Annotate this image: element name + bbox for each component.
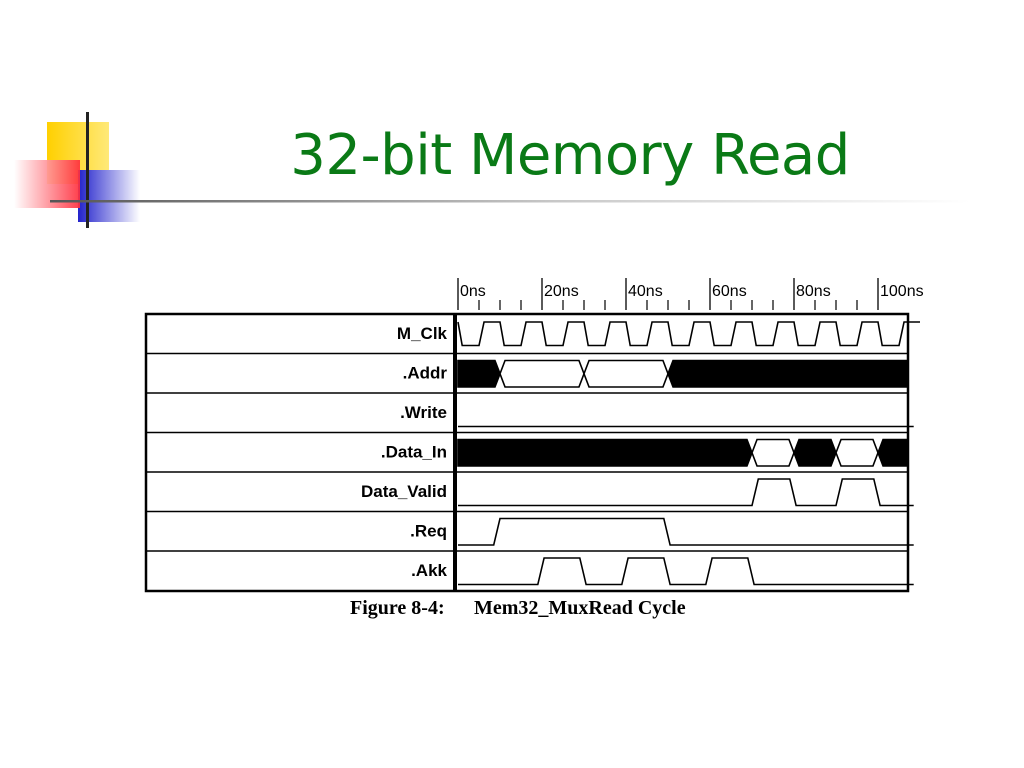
addr-bus-segment	[667, 359, 909, 388]
signal-label: .Write	[400, 403, 447, 422]
time-label: 20ns	[544, 283, 579, 300]
signal-label: Data_Valid	[361, 482, 447, 501]
data-in-bus-segment	[877, 438, 909, 467]
time-label: 80ns	[796, 283, 831, 300]
deco-vertical-line	[86, 112, 89, 228]
signal-label: .Data_In	[381, 443, 447, 462]
signal-label: .Akk	[411, 561, 447, 580]
addr-bus-segment	[457, 359, 501, 388]
time-label: 100ns	[880, 283, 924, 300]
title-underline	[50, 200, 970, 203]
signal-label: .Addr	[403, 364, 448, 383]
time-label: 60ns	[712, 283, 747, 300]
akk-waveform	[458, 557, 914, 586]
data-in-bus-segment	[751, 438, 795, 467]
figure-caption-number: Figure 8-4:	[350, 597, 445, 619]
corner-decoration	[14, 112, 970, 228]
signal-label: M_Clk	[397, 324, 448, 343]
clock-waveform	[457, 321, 920, 347]
addr-bus-segment	[499, 359, 585, 388]
signal-label: .Req	[410, 522, 447, 541]
row-dividers	[146, 352, 908, 552]
time-label: 0ns	[460, 283, 486, 300]
addr-bus-segment	[583, 359, 669, 388]
req-waveform	[458, 517, 914, 546]
figure-caption-title: Mem32_MuxRead Cycle	[474, 597, 686, 619]
waveforms	[457, 321, 920, 586]
data-in-bus-segment	[457, 438, 753, 467]
data-valid-waveform	[458, 478, 914, 507]
data-in-bus-segment	[835, 438, 879, 467]
slide-title: 32-bit Memory Read	[290, 123, 850, 188]
data-in-bus-segment	[793, 438, 837, 467]
time-axis: 0ns 20ns 40ns 60ns 80ns 100ns	[457, 278, 924, 310]
time-label: 40ns	[628, 283, 663, 300]
